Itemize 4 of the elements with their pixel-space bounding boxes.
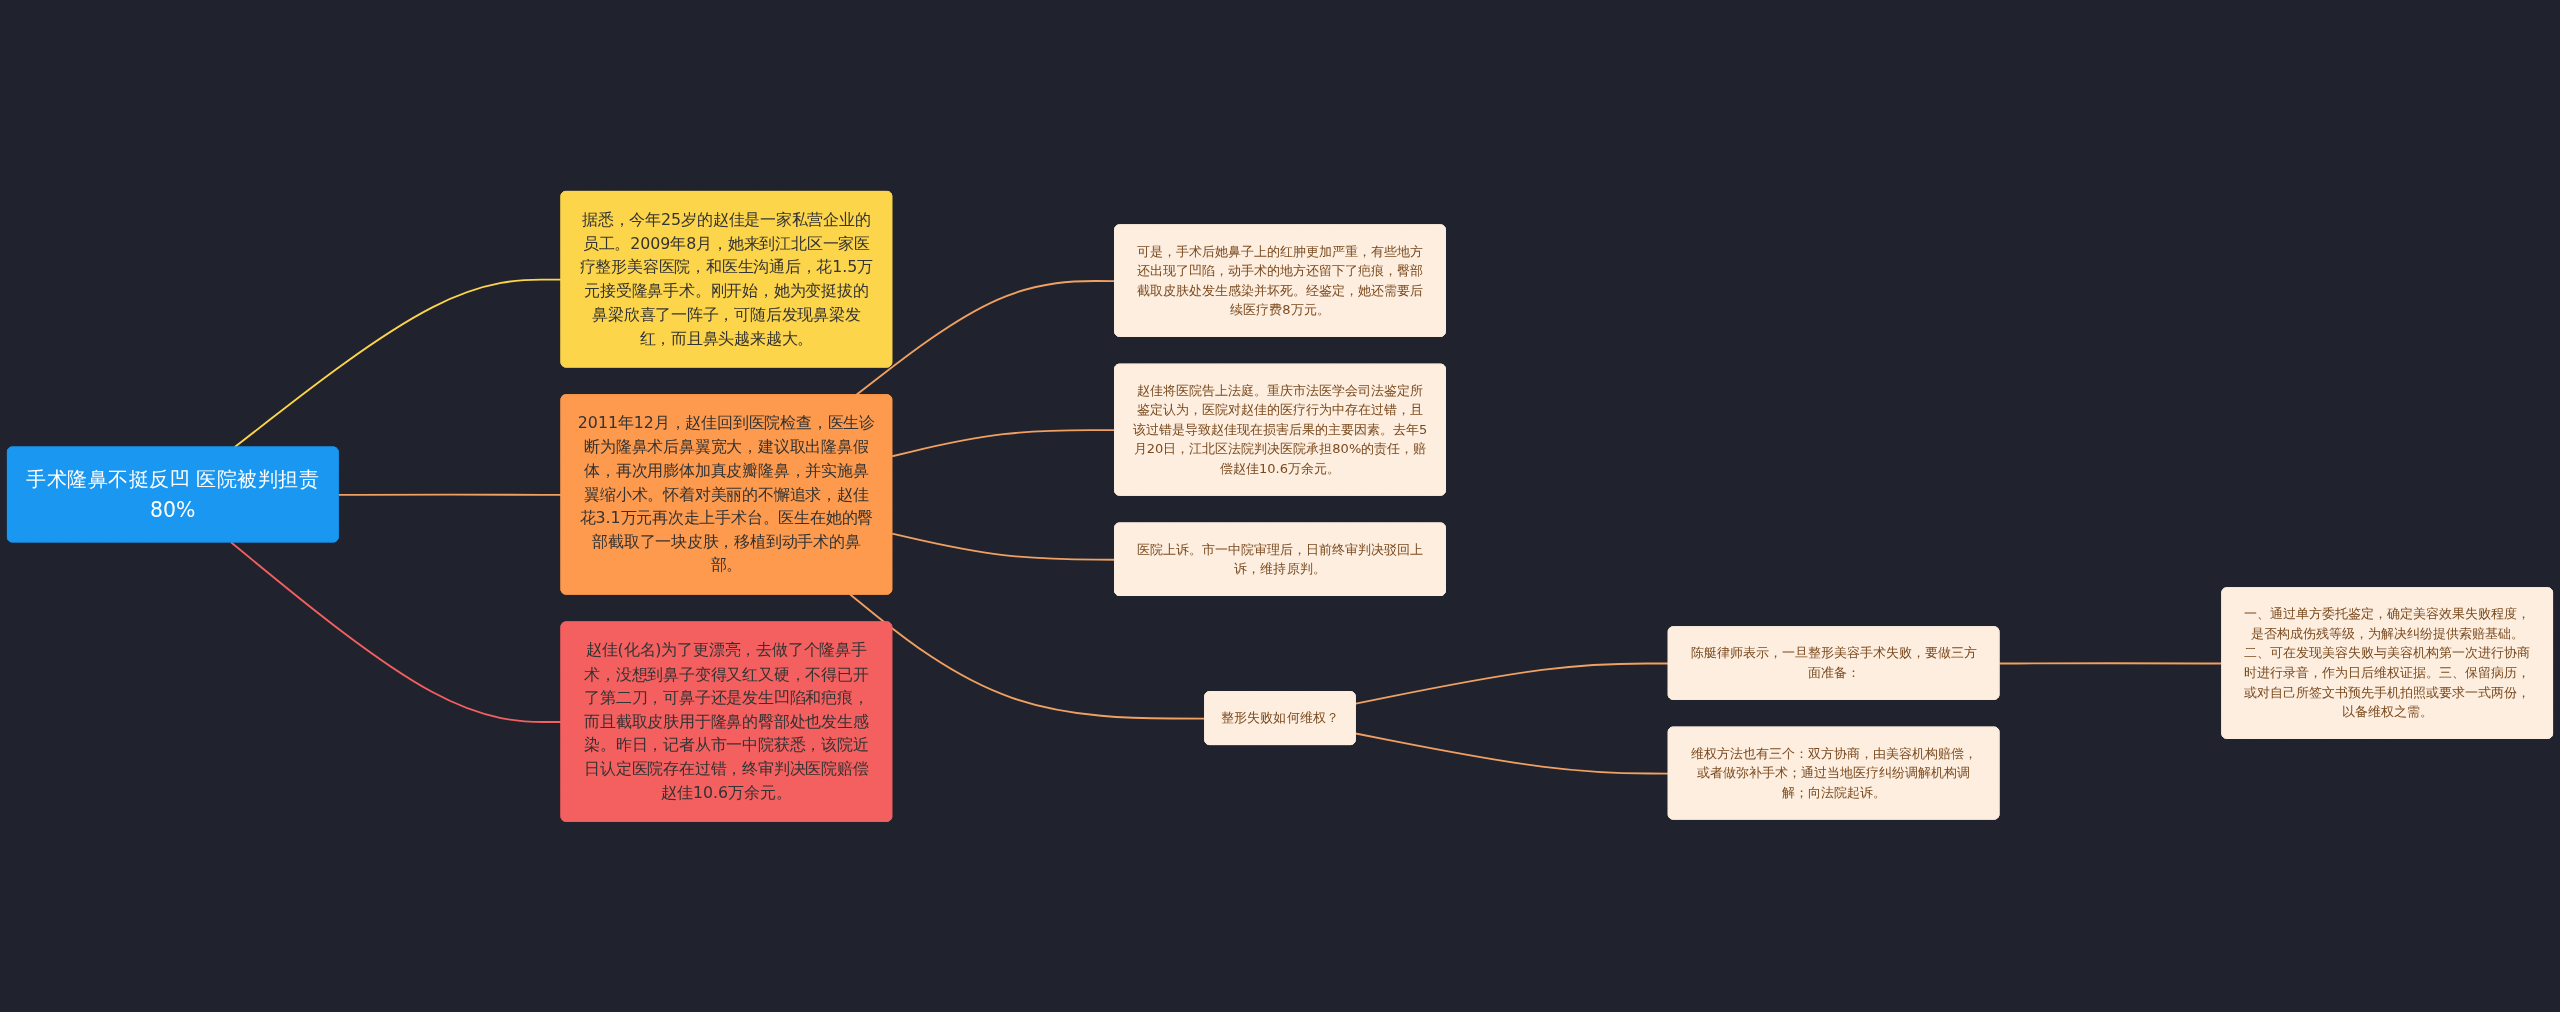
- connector: [337, 493, 563, 496]
- connector: [1354, 662, 1670, 705]
- connector: [1354, 732, 1670, 775]
- connector: [230, 541, 563, 723]
